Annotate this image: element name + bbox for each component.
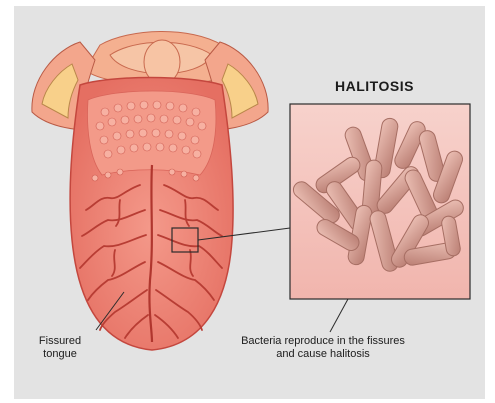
fissured-label-line1: Fissured <box>30 335 90 348</box>
fissured-label-line2: tongue <box>30 348 90 361</box>
tongue-body <box>70 78 233 351</box>
bacteria-label: Bacteria reproduce in the fissures and c… <box>228 335 418 361</box>
bacteria-label-line1: Bacteria reproduce in the fissures <box>228 335 418 348</box>
figure-title: HALITOSIS <box>335 78 414 94</box>
bacteria-label-line2: and cause halitosis <box>228 348 418 361</box>
fissured-tongue-label: Fissured tongue <box>30 335 90 361</box>
